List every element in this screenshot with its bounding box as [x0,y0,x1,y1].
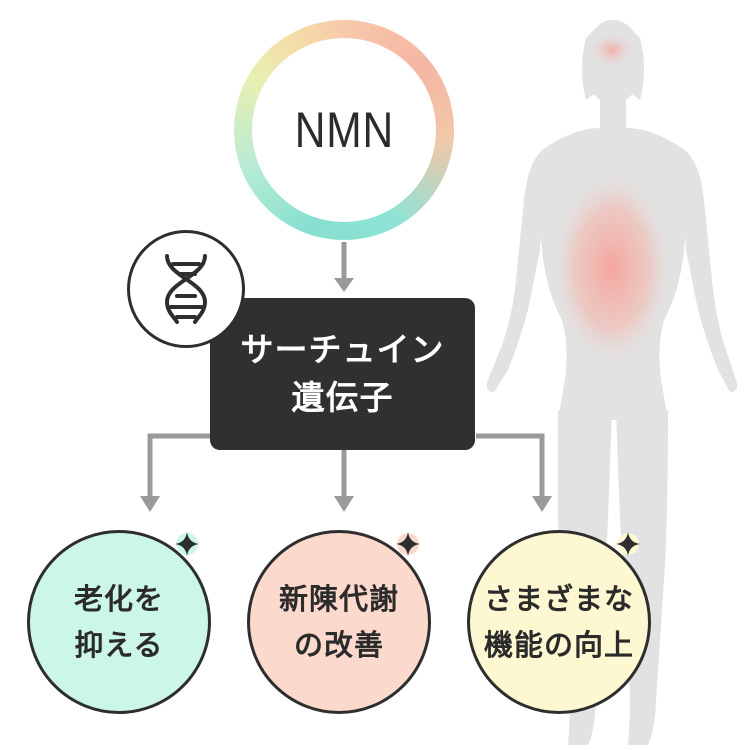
outcome-3-line2: 機能の向上 [483,628,634,662]
outcome-function-improvement: さまざまな 機能の向上 [467,530,651,714]
gene-label-line2: 遺伝子 [291,378,394,417]
nmn-label: NMN [294,102,394,158]
outcome-metabolism: 新陳代謝 の改善 [247,530,431,714]
outcome-1-line2: 抑える [74,628,164,662]
sparkle-icon [616,532,640,556]
dna-icon [164,254,208,324]
dna-badge [127,230,245,348]
outcome-3-line1: さまざまな [483,582,634,616]
sparkle-icon [396,532,420,556]
gene-label-line1: サーチュイン [240,330,445,369]
sirtuin-gene-box: サーチュイン 遺伝子 [210,298,475,450]
outcome-anti-aging: 老化を 抑える [27,530,211,714]
outcome-1-line1: 老化を [73,582,164,616]
nmn-ring-inner: NMN [252,38,436,222]
nmn-ring: NMN [234,20,454,240]
outcome-2-line1: 新陳代謝 [278,582,399,616]
sparkle-icon [175,532,199,556]
outcome-2-line2: の改善 [293,628,384,662]
